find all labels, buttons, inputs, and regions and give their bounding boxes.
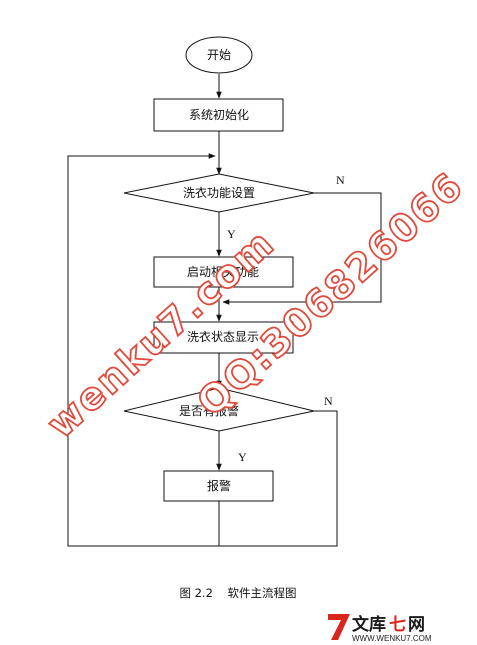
logo-name-3: 网: [408, 615, 425, 635]
no-label-2: N: [324, 394, 333, 408]
start-node: [185, 36, 253, 74]
arrow-decision2-no: [219, 410, 338, 547]
alarm-box: [163, 470, 274, 502]
logo-7-mark: [328, 614, 350, 640]
decision1-diamond: [123, 173, 315, 213]
init-box: [153, 98, 284, 132]
yes-label-1: Y: [227, 227, 236, 241]
connector-lines: [67, 74, 382, 547]
arrow-decision1-no: [222, 192, 382, 305]
logo-url: WWW.WENKU7.COM: [352, 634, 432, 643]
logo-name-2: 七: [389, 615, 406, 635]
display-label: 洗衣状态显示: [187, 329, 259, 344]
decision1-label: 洗衣功能设置: [183, 185, 255, 200]
decision2-diamond: [123, 387, 315, 432]
display-box: [153, 321, 294, 354]
figure-caption: 图 2.2 软件主流程图: [179, 586, 296, 600]
loop-back-line: [67, 153, 219, 547]
start-label: 开始: [207, 48, 231, 62]
alarm-label: 报警: [207, 478, 231, 493]
site-logo: 文库 七 网 WWW.WENKU7.COM: [328, 614, 432, 643]
logo-name-1: 文库: [352, 614, 386, 635]
no-label-1: N: [336, 173, 345, 187]
yes-label-2: Y: [238, 450, 247, 464]
decision2-label: 是否有报警: [179, 403, 239, 418]
func-label: 启动相关功能: [187, 265, 259, 279]
func-box: [153, 256, 294, 288]
init-label: 系统初始化: [189, 108, 249, 122]
